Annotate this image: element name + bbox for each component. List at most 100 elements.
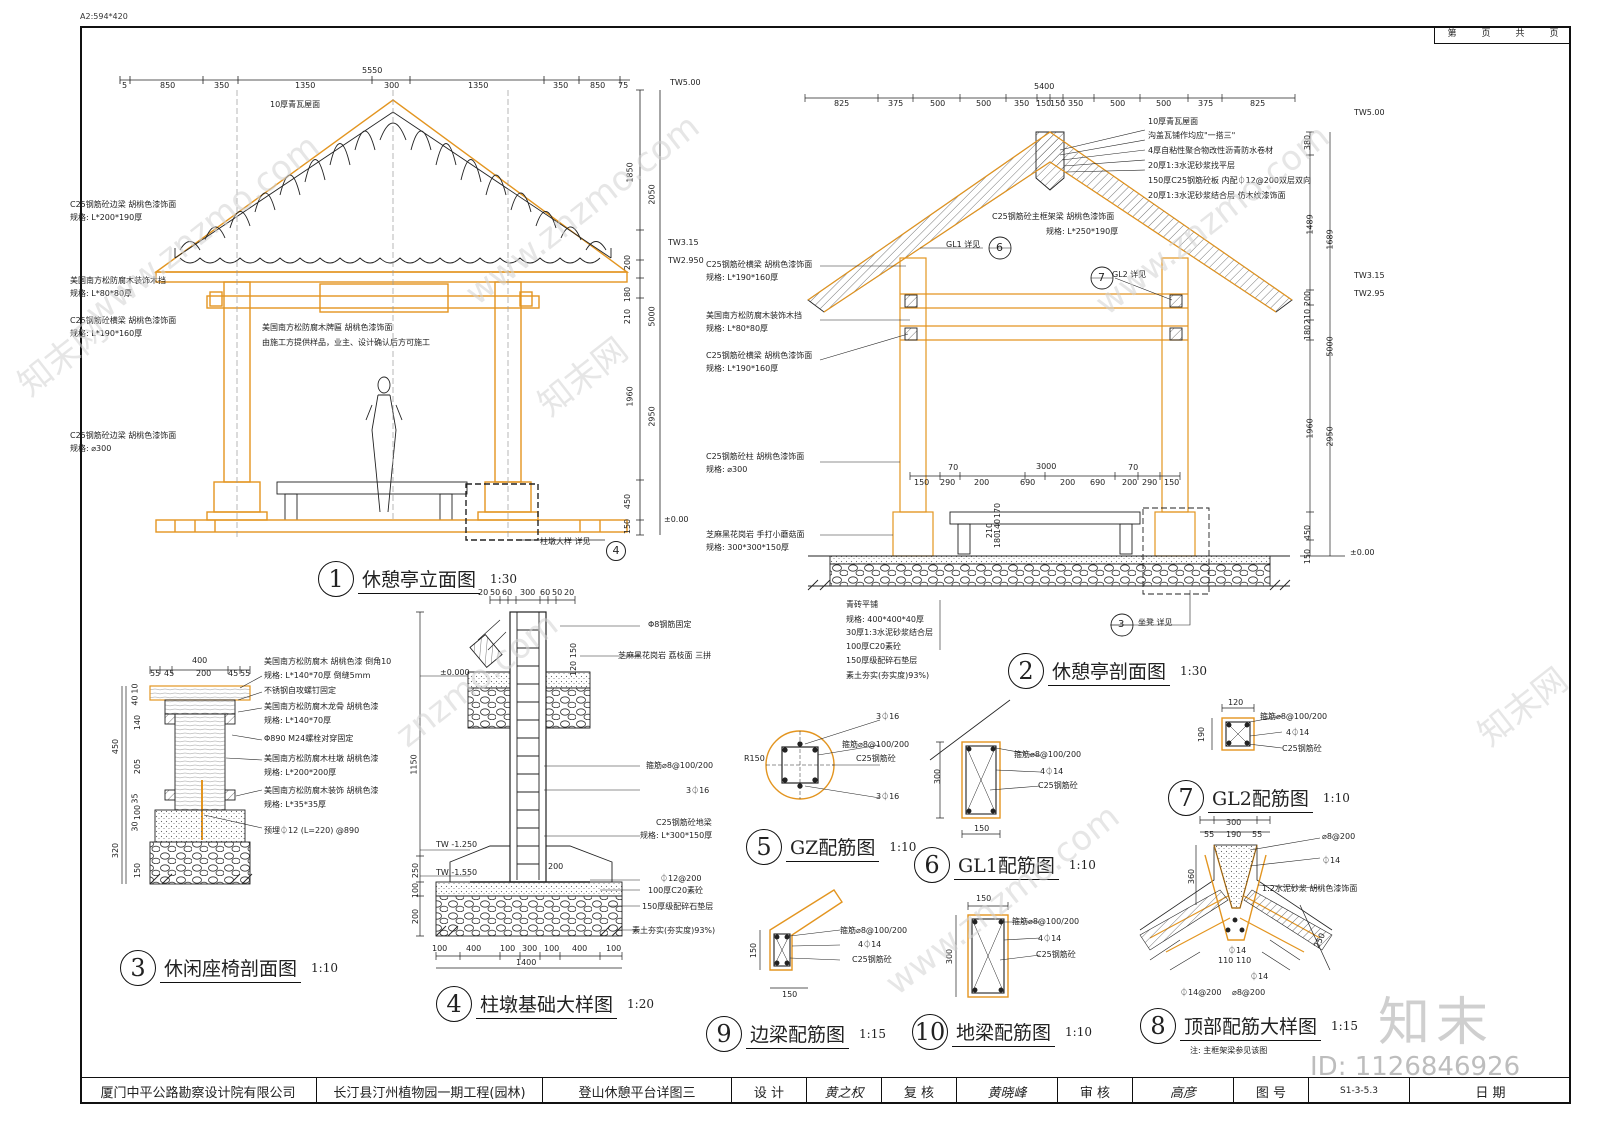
view-title-8: 8 顶部配筋大样图 1:15	[1140, 1008, 1358, 1044]
v2-dim: 500	[930, 99, 946, 108]
v1-level: TW2.950	[668, 256, 704, 265]
v10-dim: 150	[976, 894, 992, 903]
v8-footnote: 注: 主框架梁参见该图	[1190, 1046, 1268, 1055]
v1-dim: 1350	[295, 81, 316, 90]
v3-ldim: 140	[133, 714, 143, 731]
v2-note: 规格: L*250*190厚	[1046, 227, 1119, 236]
page-label: 第	[1447, 29, 1457, 39]
v4-level: TW -1.550	[436, 868, 478, 877]
v8-inner: ⏀14	[1228, 946, 1247, 955]
v7-dim: 120	[1228, 698, 1244, 707]
v1-note: 规格: ⌀300	[70, 444, 112, 453]
v3-dim: 45	[228, 669, 239, 678]
view8-top-detail	[1139, 816, 1333, 971]
v2-base-note: 青砖平铺	[846, 600, 878, 609]
v6-dim: 150	[974, 824, 990, 833]
v5-note: 3⏀16	[876, 712, 900, 721]
view7-gl2	[1211, 704, 1283, 751]
v3-dim: 45	[164, 669, 175, 678]
v2-note: C25钢筋砼横梁 胡桃色漆饰面	[706, 351, 813, 360]
view-title-4: 4 柱墩基础大样图 1:20	[436, 986, 654, 1022]
audit-signature: 高彦	[1133, 1078, 1234, 1104]
v2-note: 规格: L*80*80厚	[706, 324, 769, 333]
v2-dim: 150	[1050, 99, 1066, 108]
v8-note: ⏀14	[1250, 972, 1269, 981]
v2-rdim: 150	[1303, 548, 1313, 565]
v2-roof-note: 150厚C25钢筋砼板 内配⏀12@200双层双向	[1148, 176, 1312, 185]
view-name: 边梁配筋图	[746, 1020, 850, 1049]
view-scale: 1:10	[311, 961, 338, 975]
v2-dim: 825	[1250, 99, 1266, 108]
view-name: GL2配筋图	[1208, 784, 1313, 813]
v8-sdim: 360	[1187, 868, 1197, 885]
v4-ldim: 250	[411, 862, 421, 879]
v3-note: 预埋⏀12 (L=220) @890	[264, 826, 360, 835]
view3-bench-section	[121, 666, 263, 885]
view-title-7: 7 GL2配筋图 1:10	[1168, 780, 1350, 816]
view-title-6: 6 GL1配筋图 1:10	[914, 847, 1096, 883]
drawing-name: 登山休憩平台详图三	[543, 1078, 732, 1104]
view-number: 4	[436, 986, 472, 1022]
view6-gl1	[929, 699, 1041, 838]
v2-dim: 500	[1110, 99, 1126, 108]
v8-note: ⌀8@200	[1232, 988, 1266, 997]
v4-level: TW -1.250	[436, 840, 478, 849]
v7-note: 箍筋⌀8@100/200	[1260, 712, 1328, 721]
v8-dim: 190	[1226, 830, 1242, 839]
v2-inner-total: 3000	[1036, 462, 1057, 471]
total-unit: 页	[1549, 29, 1559, 39]
v6-dim: 300	[933, 768, 943, 785]
v3-ldim: 30	[130, 821, 140, 832]
view-scale: 1:30	[490, 572, 517, 586]
v10-note: 4⏀14	[1038, 934, 1062, 943]
view9-edge-beam	[759, 889, 843, 989]
v1-dim: 75	[618, 81, 629, 90]
v1-rdim: 150	[623, 518, 633, 535]
v3-ldim: 10	[130, 683, 140, 694]
human-figure	[365, 376, 403, 513]
title-block: 厦门中平公路勘察设计院有限公司 长汀县汀州植物园一期工程(园林) 登山休憩平台详…	[80, 1077, 1571, 1104]
v2-level: ±0.00	[1350, 548, 1375, 557]
v2-gl1-num: 6	[996, 241, 1003, 254]
design-label: 设 计	[732, 1078, 807, 1104]
v7-dim: 190	[1197, 726, 1207, 743]
v1-rdim: 210	[623, 308, 633, 325]
view-scale: 1:15	[859, 1027, 886, 1041]
v2-dim: 500	[976, 99, 992, 108]
v4-bdim: 100	[432, 944, 448, 953]
v1-rdim: 180	[623, 286, 633, 303]
v2-rdim: 450	[1303, 524, 1313, 541]
v2-note: 美国南方松防腐木装饰木挡	[706, 311, 802, 320]
view1-elevation	[119, 76, 661, 541]
v4-note: Φ8钢筋固定	[648, 620, 692, 629]
v1-level: TW5.00	[670, 78, 701, 87]
view-title-10: 10 地梁配筋图 1:10	[912, 1014, 1092, 1050]
v4-note: 3⏀16	[686, 786, 710, 795]
v4-ldim: 100	[411, 882, 421, 899]
v2-inner-dim: 690	[1020, 478, 1036, 487]
design-signature: 黄之权	[807, 1078, 882, 1104]
v2-inner-dim: 290	[1142, 478, 1158, 487]
view-name: 休憩亭剖面图	[1048, 657, 1171, 686]
v2-inner-dim: 200	[1060, 478, 1076, 487]
v3-note: 规格: L*140*70厚 倒缝5mm	[264, 671, 371, 680]
v1-note: 由施工方提供样品，业主、设计确认后方可施工	[262, 338, 430, 347]
v9-dim: 150	[782, 990, 798, 999]
v4-bdim: 100	[544, 944, 560, 953]
v8-dim: 300	[1226, 818, 1242, 827]
v3-ldim: 35	[130, 793, 140, 804]
v4-bdim: 300	[522, 944, 538, 953]
date-label: 日 期	[1475, 1085, 1506, 1101]
v1-rdim: 5000	[647, 306, 657, 327]
v2-level: TW5.00	[1354, 108, 1385, 117]
v1-note: C25钢筋砼横梁 胡桃色漆饰面	[70, 316, 177, 325]
v4-bdim: 100	[500, 944, 516, 953]
view-number: 9	[706, 1016, 742, 1052]
v3-dim: 55	[240, 669, 251, 678]
v1-level: TW3.15	[668, 238, 699, 247]
v3-note: 不锈钢自攻螺钉固定	[264, 686, 336, 695]
v2-level: TW3.15	[1354, 271, 1385, 280]
v4-note: C25钢筋砼地梁	[656, 818, 712, 827]
v1-detail-num: 4	[606, 541, 626, 561]
